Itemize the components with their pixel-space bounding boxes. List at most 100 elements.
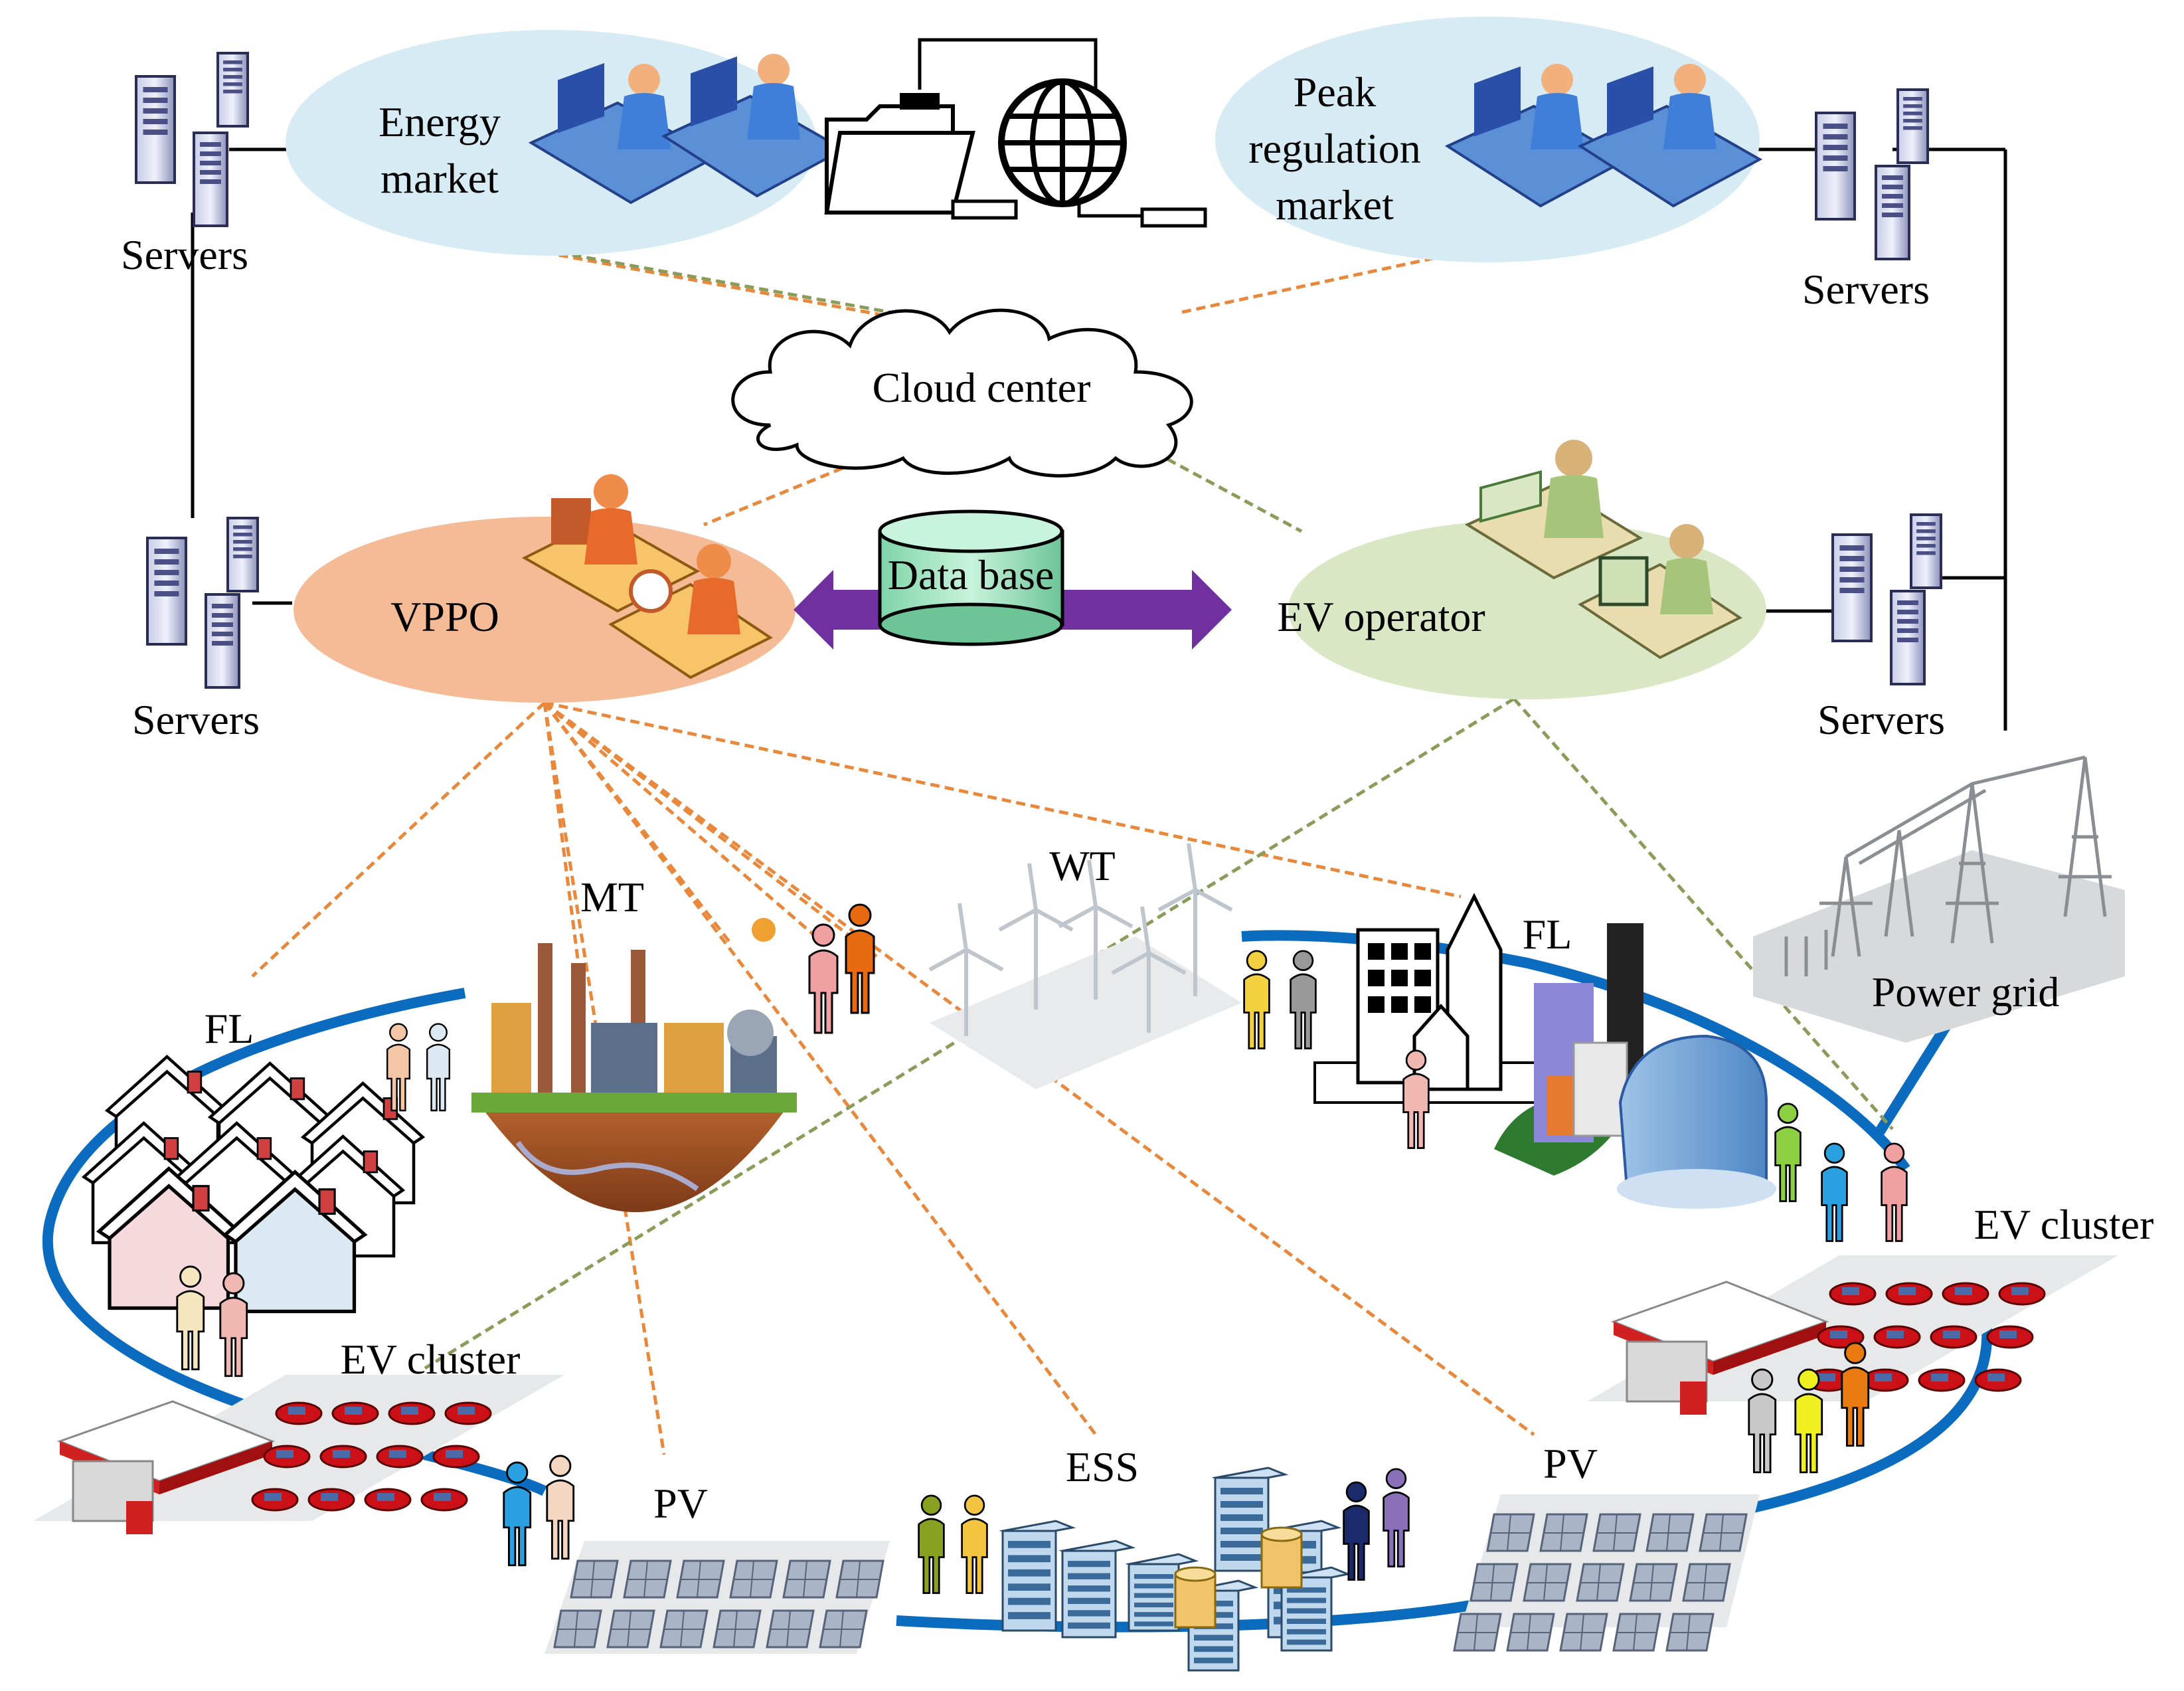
charging-station-icon xyxy=(1610,1281,1829,1415)
person-icon xyxy=(961,1494,988,1594)
car-icon xyxy=(364,1488,412,1512)
solar-panel-icon xyxy=(1612,1613,1661,1652)
battery-rack-icon xyxy=(999,1520,1076,1632)
servers-label: Servers xyxy=(121,231,248,278)
person-icon xyxy=(1243,950,1270,1049)
person-icon xyxy=(1290,950,1317,1049)
solar-panel-icon xyxy=(659,1609,709,1648)
car-icon xyxy=(275,1401,323,1425)
battery-rack-icon xyxy=(1058,1540,1136,1639)
solar-panel-icon xyxy=(835,1559,884,1599)
operator-workstation-icon xyxy=(1444,64,1630,208)
operator-workstation-icon xyxy=(1578,524,1742,660)
connector-plug xyxy=(1140,207,1207,228)
car-icon xyxy=(1986,1325,2034,1349)
person-icon xyxy=(1821,1142,1848,1242)
person-icon xyxy=(426,1023,451,1112)
car-icon xyxy=(307,1488,355,1512)
servers-label: Servers xyxy=(1817,696,1945,743)
person-icon xyxy=(1748,1368,1777,1474)
solar-panel-icon xyxy=(1665,1613,1715,1652)
ev-cluster xyxy=(33,1375,564,1534)
person-icon xyxy=(386,1023,411,1112)
solar-panel-icon xyxy=(570,1559,619,1599)
solar-panel-icon xyxy=(1629,1563,1678,1602)
person-icon xyxy=(918,1494,945,1594)
operator-workstation-icon xyxy=(1464,440,1643,580)
wt-label: WT xyxy=(1049,842,1116,889)
operator-workstation-icon xyxy=(1577,64,1763,208)
solar-panel-icon xyxy=(1453,1613,1502,1652)
server-icon xyxy=(1890,590,1926,685)
server-icon xyxy=(193,132,228,227)
person-icon xyxy=(1881,1142,1908,1242)
car-icon xyxy=(376,1445,424,1468)
car-icon xyxy=(1885,1282,1933,1306)
person-icon xyxy=(1343,1481,1370,1581)
solar-panel-icon xyxy=(1645,1513,1695,1552)
cloud-center-label: Cloud center xyxy=(873,364,1091,411)
operator-workstation-icon xyxy=(661,54,847,198)
car-icon xyxy=(1930,1325,1977,1349)
car-icon xyxy=(1873,1325,1921,1349)
fl-left-label: FL xyxy=(205,1005,254,1052)
solar-panel-icon xyxy=(1470,1563,1519,1602)
vppo-label: VPPO xyxy=(390,593,499,640)
car-icon xyxy=(319,1445,367,1468)
car-icon xyxy=(1829,1282,1877,1306)
car-icon xyxy=(1861,1368,1909,1392)
person-icon xyxy=(546,1455,575,1560)
solar-panel-icon xyxy=(1539,1513,1588,1552)
solar-panel-icon xyxy=(1559,1613,1608,1652)
ess-label: ESS xyxy=(1066,1443,1139,1490)
substation-icon xyxy=(1753,755,2125,1043)
server-icon xyxy=(205,593,240,689)
mt-label: MT xyxy=(580,873,644,921)
person-icon xyxy=(176,1265,205,1371)
battery-rack-cluster xyxy=(999,1467,1352,1672)
solar-panel-icon xyxy=(606,1609,655,1648)
solar-panel-icon xyxy=(1592,1513,1641,1552)
charging-station-icon xyxy=(56,1400,276,1534)
car-icon xyxy=(331,1401,379,1425)
connector-plug xyxy=(951,199,1018,220)
server-icon xyxy=(1875,165,1910,260)
server-icon xyxy=(1910,513,1942,589)
solar-panel-icon xyxy=(623,1559,672,1599)
ev-cluster-left-label: EV cluster xyxy=(341,1336,521,1383)
solar-panel-icon xyxy=(1576,1563,1625,1602)
battery-cylinder-icon xyxy=(1260,1526,1303,1589)
wind-turbine-icon xyxy=(928,843,1242,1089)
person-icon xyxy=(1383,1468,1410,1567)
ev-operator-label: EV operator xyxy=(1277,593,1485,640)
ev-cluster-right-label: EV cluster xyxy=(1974,1201,2154,1248)
person-icon xyxy=(808,923,839,1034)
car-icon xyxy=(1974,1368,2022,1392)
solar-panel-icon xyxy=(729,1559,778,1599)
solar-panel-icon xyxy=(1682,1563,1731,1602)
server-icon xyxy=(1831,533,1873,642)
person-icon xyxy=(503,1461,532,1567)
power-grid-label: Power grid xyxy=(1872,968,2060,1016)
solar-panel-icon xyxy=(1523,1563,1572,1602)
server-icon xyxy=(135,75,176,184)
solar-panel-icon xyxy=(1699,1513,1748,1552)
pv-right-label: PV xyxy=(1543,1440,1598,1487)
servers-label: Servers xyxy=(1802,266,1930,313)
solar-panel-icon xyxy=(766,1609,815,1648)
network-lines xyxy=(191,38,2007,731)
solar-panel-icon xyxy=(1486,1513,1535,1552)
car-icon xyxy=(432,1445,480,1468)
car-icon xyxy=(263,1445,311,1468)
fl-right-label: FL xyxy=(1523,911,1572,958)
car-icon xyxy=(1817,1325,1865,1349)
solar-panel-icon xyxy=(676,1559,725,1599)
person-icon xyxy=(1841,1342,1870,1447)
battery-cylinder-icon xyxy=(1174,1566,1217,1629)
operator-workstation-icon xyxy=(528,62,720,205)
solar-panel-field xyxy=(1453,1494,1760,1652)
